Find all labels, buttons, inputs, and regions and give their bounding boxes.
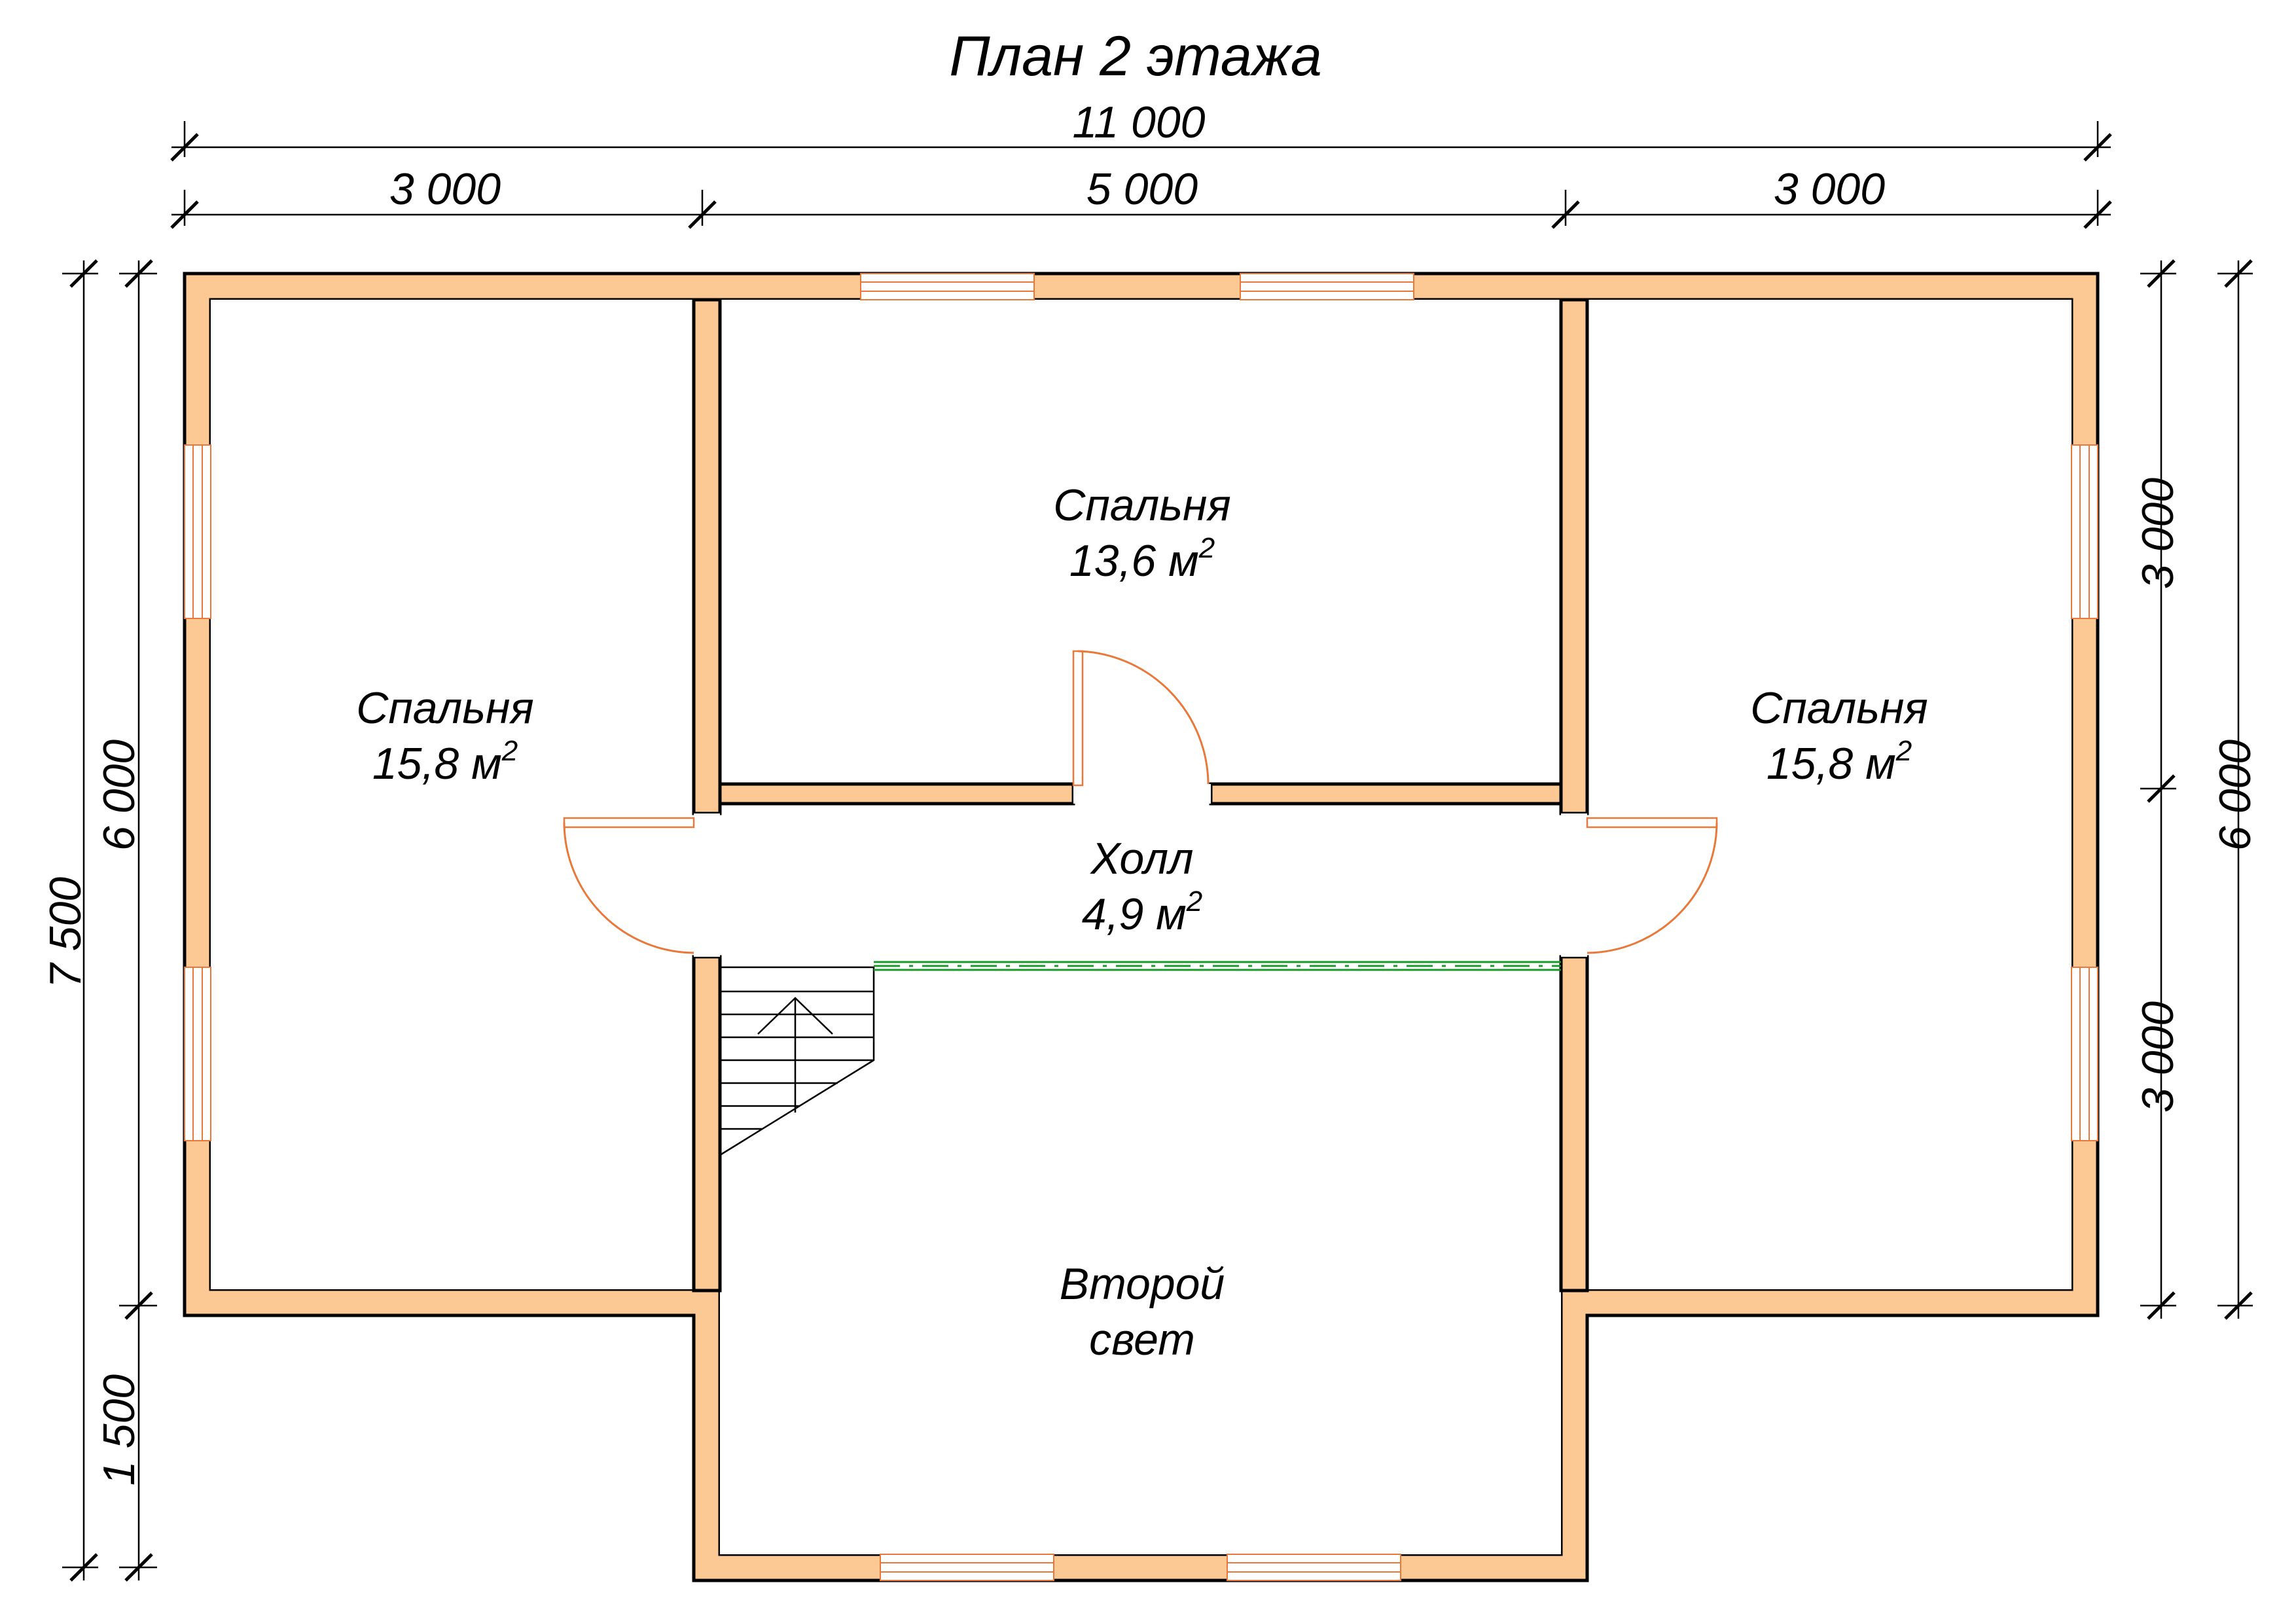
railing bbox=[874, 961, 1561, 971]
door-left-bedroom bbox=[563, 813, 720, 957]
room-name: Второй bbox=[1060, 1259, 1225, 1309]
room-bedroom-center bbox=[720, 300, 1561, 789]
room-name: Спальня bbox=[1053, 480, 1230, 530]
label-bedroom-center: Спальня 13,6 м2 bbox=[1053, 480, 1230, 586]
room-bedroom-right bbox=[1587, 300, 2072, 1289]
room-bedroom-left bbox=[211, 300, 694, 1289]
window-left-lower bbox=[184, 967, 211, 1141]
room-area: 13,6 м2 bbox=[1069, 532, 1215, 586]
dim-top-total: 11 000 bbox=[1073, 98, 1206, 147]
dim-top-middle: 5 000 bbox=[1086, 164, 1198, 214]
window-bottom-right bbox=[1227, 1554, 1401, 1581]
plan-title: План 2 этажа bbox=[949, 25, 1321, 88]
room-name: Спальня bbox=[356, 683, 533, 733]
room-area: 4,9 м2 bbox=[1082, 885, 1203, 939]
label-bedroom-left: Спальня 15,8 м2 bbox=[356, 683, 533, 789]
dim-right-total: 6 000 bbox=[2210, 740, 2260, 851]
door-center-bedroom bbox=[1072, 650, 1211, 804]
room-second-light bbox=[720, 957, 1561, 1554]
dim-top-left: 3 000 bbox=[389, 164, 501, 214]
dim-left-extension: 1 500 bbox=[94, 1374, 144, 1486]
room-hall bbox=[720, 804, 1561, 957]
dim-left-main: 6 000 bbox=[94, 740, 144, 851]
dim-right-upper: 3 000 bbox=[2133, 478, 2183, 589]
staircase bbox=[719, 966, 875, 1156]
label-second-light: Второй свет bbox=[1060, 1259, 1225, 1364]
top-dimension-chain: 3 000 5 000 3 000 bbox=[170, 164, 2112, 229]
top-dimension-total: 11 000 bbox=[170, 98, 2112, 162]
right-dimension-chain: 3 000 3 000 bbox=[2133, 259, 2183, 1320]
window-top-right bbox=[1240, 273, 1414, 300]
window-right-lower bbox=[2071, 967, 2098, 1141]
room-name: Холл bbox=[1090, 834, 1194, 883]
label-bedroom-right: Спальня 15,8 м2 bbox=[1750, 683, 1928, 789]
window-top-left bbox=[860, 273, 1035, 300]
right-dimension-total: 6 000 bbox=[2210, 259, 2260, 1320]
left-dimension-chain: 6 000 1 500 bbox=[94, 259, 157, 1582]
label-hall: Холл 4,9 м2 bbox=[1082, 834, 1203, 939]
window-right-upper bbox=[2071, 444, 2098, 619]
room-area: 15,8 м2 bbox=[372, 735, 518, 789]
window-left-upper bbox=[184, 444, 211, 619]
room-name-line2: свет bbox=[1089, 1315, 1195, 1364]
room-name: Спальня bbox=[1750, 683, 1928, 733]
left-dimension-total: 7 500 bbox=[41, 259, 98, 1582]
window-bottom-left bbox=[880, 1554, 1054, 1581]
room-area: 15,8 м2 bbox=[1767, 735, 1912, 789]
dim-left-total: 7 500 bbox=[41, 877, 90, 988]
dim-right-lower: 3 000 bbox=[2133, 1001, 2183, 1113]
door-right-bedroom bbox=[1561, 813, 1718, 957]
dim-top-right: 3 000 bbox=[1774, 164, 1885, 214]
